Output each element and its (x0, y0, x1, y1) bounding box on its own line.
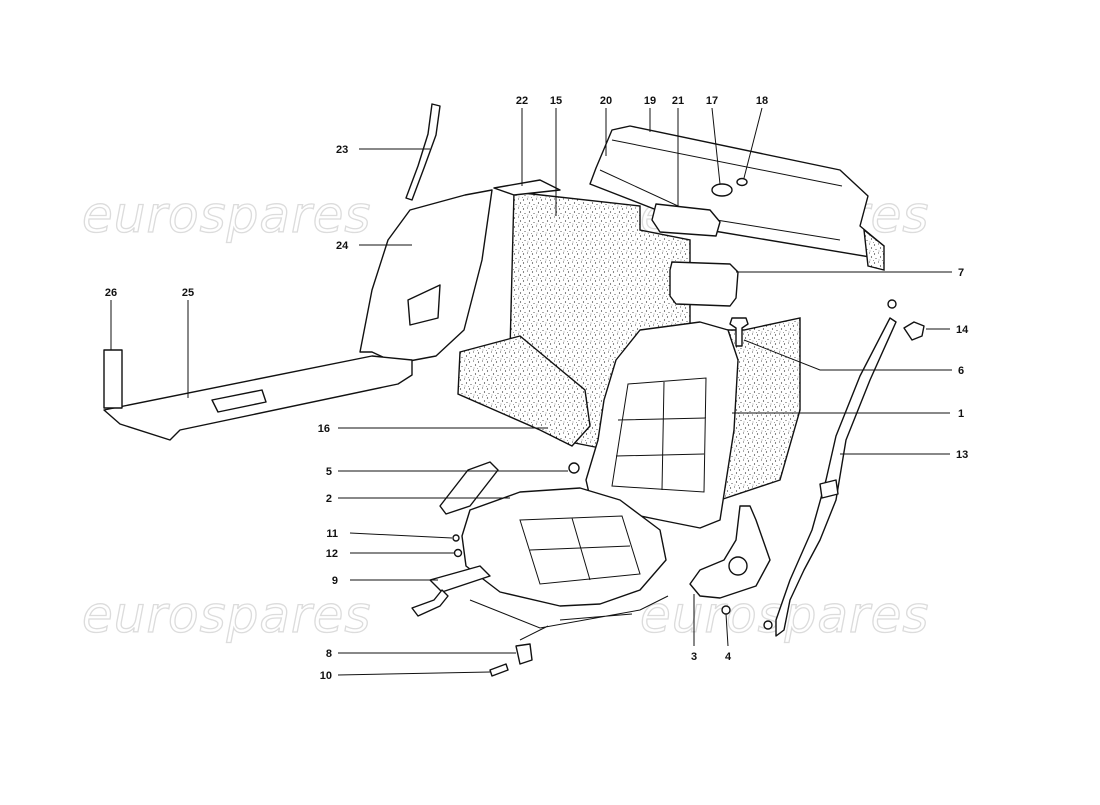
part-side-trim-vent (407, 284, 441, 326)
callout-14: 14 (956, 324, 969, 336)
callout-10: 10 (320, 670, 332, 682)
callout-2: 2 (326, 493, 332, 505)
part-cushion-stitching (519, 515, 641, 585)
part-side-trim-panel (359, 189, 493, 363)
leader-6 (743, 339, 952, 371)
part-headrest (669, 261, 739, 307)
part-bolt (887, 299, 897, 309)
part-bolt (763, 620, 773, 630)
leader-10 (337, 671, 491, 676)
part-pillar-trim (405, 103, 441, 201)
callout-21: 21 (672, 95, 684, 107)
part-buckle-bracket (439, 461, 499, 515)
callout-labels: 23 24 26 25 22 15 20 19 21 17 18 7 14 6 … (105, 95, 969, 682)
part-recliner-knob (728, 556, 748, 576)
part-speaker-grille (863, 228, 885, 271)
part-recliner-mechanism (689, 505, 771, 599)
part-seat-runner (429, 565, 491, 593)
part-belt-anchor-plate (903, 321, 925, 341)
part-clip-small (736, 177, 748, 187)
callout-8: 8 (326, 648, 332, 660)
callout-24: 24 (336, 240, 349, 252)
callout-6: 6 (958, 365, 964, 377)
callout-13: 13 (956, 449, 968, 461)
callout-4: 4 (725, 651, 732, 663)
part-washer-12 (453, 548, 463, 558)
part-upper-trim-strip (493, 179, 561, 196)
callout-3: 3 (691, 651, 697, 663)
watermark-text: eurospares (82, 586, 371, 644)
callout-9: 9 (332, 575, 338, 587)
callout-23: 23 (336, 144, 348, 156)
callout-20: 20 (600, 95, 612, 107)
part-sill-plate (211, 389, 267, 413)
watermark-text: eurospares (82, 186, 371, 244)
leader-4 (725, 613, 729, 647)
callout-12: 12 (326, 548, 338, 560)
callout-17: 17 (706, 95, 718, 107)
callout-5: 5 (326, 466, 332, 478)
part-seat-lever (411, 589, 449, 617)
callout-22: 22 (516, 95, 528, 107)
part-trim-strip (103, 349, 123, 409)
callout-18: 18 (756, 95, 768, 107)
part-bolt-5 (568, 462, 580, 474)
part-seat-backrest (585, 321, 739, 529)
part-screw-10 (489, 663, 509, 677)
leader-17 (711, 107, 721, 185)
callout-26: 26 (105, 287, 117, 299)
watermark-text: eurospares (640, 586, 929, 644)
part-headrest-guide (729, 317, 749, 347)
callout-25: 25 (182, 287, 194, 299)
part-center-cushion (651, 203, 721, 237)
callout-1: 1 (958, 408, 964, 420)
part-bracket-8 (515, 643, 533, 665)
leader-11 (349, 532, 453, 539)
part-seat-base-rail (469, 595, 669, 641)
part-clip-large (711, 183, 733, 197)
callout-15: 15 (550, 95, 562, 107)
part-bolt-4 (721, 605, 731, 615)
leader-18 (743, 107, 763, 179)
callout-7: 7 (958, 267, 964, 279)
callout-19: 19 (644, 95, 656, 107)
part-bolt-11 (452, 534, 460, 542)
callout-16: 16 (318, 423, 330, 435)
part-backrest-stitching (611, 377, 707, 493)
part-heel-carpet (457, 335, 591, 447)
callout-11: 11 (326, 528, 338, 540)
part-seat-belt (775, 317, 897, 637)
part-belt-buckle (819, 479, 839, 499)
leader-lines (110, 107, 952, 676)
